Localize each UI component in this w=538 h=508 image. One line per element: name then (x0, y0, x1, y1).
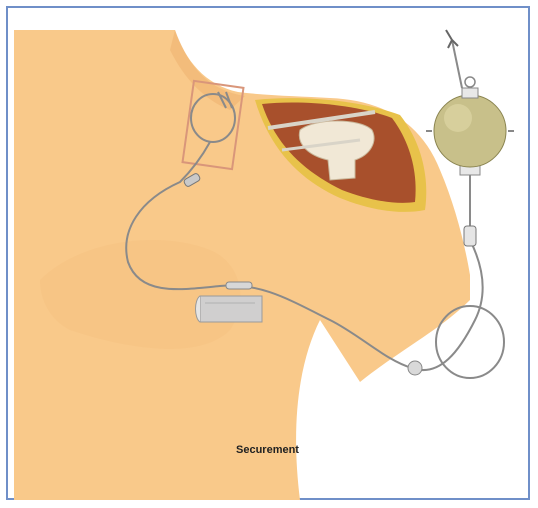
pump-highlight (444, 104, 472, 132)
pump-inlet (462, 88, 478, 98)
hanger-icon (446, 30, 458, 48)
pump-cap (465, 77, 475, 87)
hanger-line (452, 40, 462, 88)
tubing-loop (436, 306, 504, 378)
filter-icon (408, 361, 422, 375)
figure-caption: Securement (236, 444, 299, 456)
securement-dressing-icon (196, 296, 263, 322)
pump-reservoir-icon (434, 95, 506, 167)
inline-connector (226, 282, 252, 289)
clamp-icon (464, 226, 476, 246)
